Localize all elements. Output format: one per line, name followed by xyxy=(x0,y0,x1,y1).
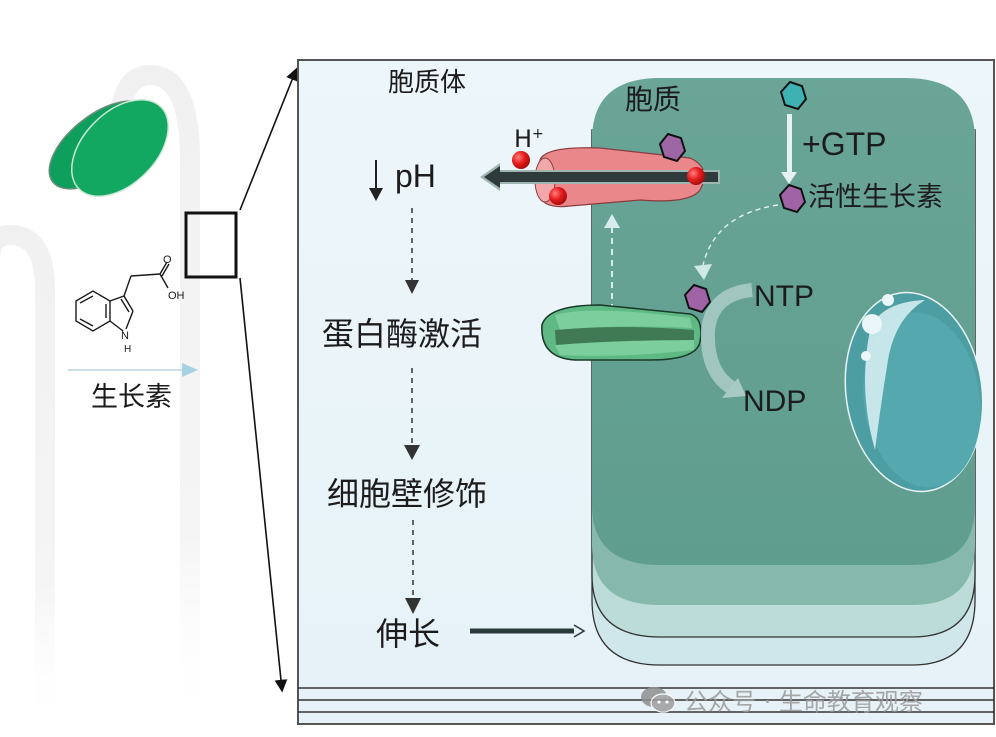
proton-ball xyxy=(687,167,705,185)
inactive-auxin-icon xyxy=(779,80,808,111)
proton-efflux-arrow xyxy=(480,163,720,191)
iaa-molecule xyxy=(75,261,170,332)
flow-arrow-1 xyxy=(405,208,419,294)
vacuole xyxy=(844,291,984,493)
cytoplasm-label: 胞质 xyxy=(625,83,682,116)
active-auxin-label: 活性生长素 xyxy=(808,182,943,213)
activation-dashed-arrow xyxy=(604,214,620,310)
arrowhead xyxy=(694,264,712,280)
ph-down-arrow xyxy=(369,160,383,201)
flow-step-protease-activation: 蛋白酶激活 xyxy=(322,315,483,353)
watermark: 公众号 · 生命教育观察 xyxy=(640,682,923,717)
watermark-text: 公众号 · 生命教育观察 xyxy=(684,688,923,716)
iaa-hydrogen-label: H xyxy=(124,344,131,355)
proton-charge: + xyxy=(532,126,544,142)
flow-step-cell-wall-modification: 细胞壁修饰 xyxy=(327,475,488,513)
receptor-bound-auxin xyxy=(683,283,712,314)
auxin-transport-arrow xyxy=(68,363,198,377)
ntp-label: NTP xyxy=(754,280,814,313)
auxin-to-receptor-path xyxy=(701,204,779,271)
proton-ball xyxy=(549,187,567,205)
ntp-ndp-arrow xyxy=(700,283,753,398)
zoom-line-top xyxy=(239,67,299,211)
auxin-receptor xyxy=(541,304,702,361)
auxin-bound-pump xyxy=(658,132,687,163)
cotyledon-leaves xyxy=(48,98,170,198)
apoplast-label: 胞质体 xyxy=(388,68,467,98)
iaa-nitrogen-label: N xyxy=(121,330,129,342)
iaa-oxygen-label: O xyxy=(163,254,172,266)
elongation-arrow xyxy=(470,624,586,638)
wechat-icon xyxy=(641,686,676,713)
active-auxin-icon xyxy=(778,183,807,214)
zoom-region-box xyxy=(184,211,238,279)
hormone-label: 生长素 xyxy=(91,382,172,413)
proton-symbol: H xyxy=(514,125,533,153)
iaa-hydroxyl-label: OH xyxy=(168,290,185,302)
flow-step-elongation: 伸长 xyxy=(376,615,441,653)
proton-label: H+ xyxy=(514,127,544,151)
zoom-line-bottom xyxy=(239,277,288,693)
gtp-label: +GTP xyxy=(802,126,887,162)
flow-arrow-3 xyxy=(405,520,421,614)
gtp-conversion-arrow xyxy=(781,114,797,184)
ndp-label: NDP xyxy=(743,385,807,418)
flow-arrow-2 xyxy=(404,368,420,460)
ph-label: pH xyxy=(395,158,436,194)
proton-ball xyxy=(512,151,530,169)
cell-body xyxy=(591,78,976,666)
